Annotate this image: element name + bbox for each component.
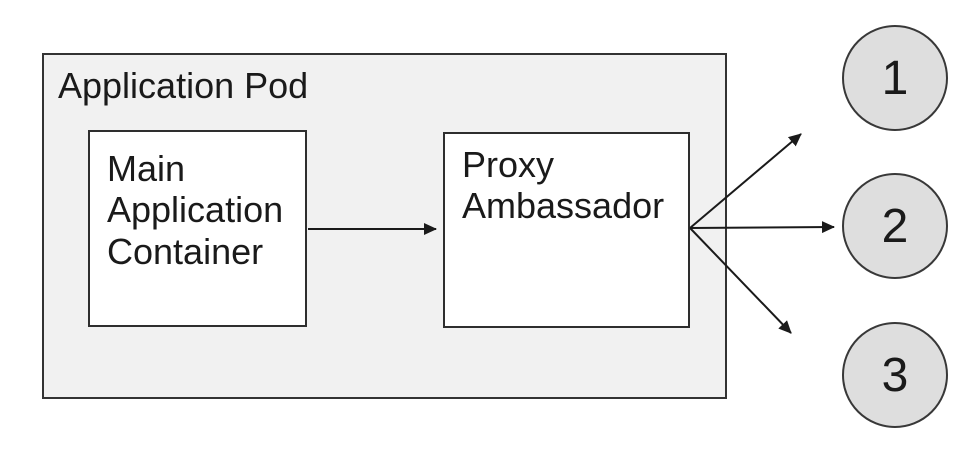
proxy-ambassador-label: Proxy Ambassador: [462, 144, 665, 227]
endpoint-circle-2: 2: [842, 173, 948, 279]
endpoint-2-label: 2: [881, 199, 909, 253]
endpoint-circle-1: 1: [842, 25, 948, 131]
main-application-container-node: Main Application Container: [88, 130, 307, 327]
proxy-ambassador-node: Proxy Ambassador: [443, 132, 690, 328]
main-application-container-label: Main Application Container: [107, 148, 284, 272]
application-pod-label: Application Pod: [58, 65, 309, 106]
endpoint-circle-3: 3: [842, 322, 948, 428]
endpoint-1-label: 1: [881, 51, 909, 105]
endpoint-3-label: 3: [881, 348, 909, 402]
